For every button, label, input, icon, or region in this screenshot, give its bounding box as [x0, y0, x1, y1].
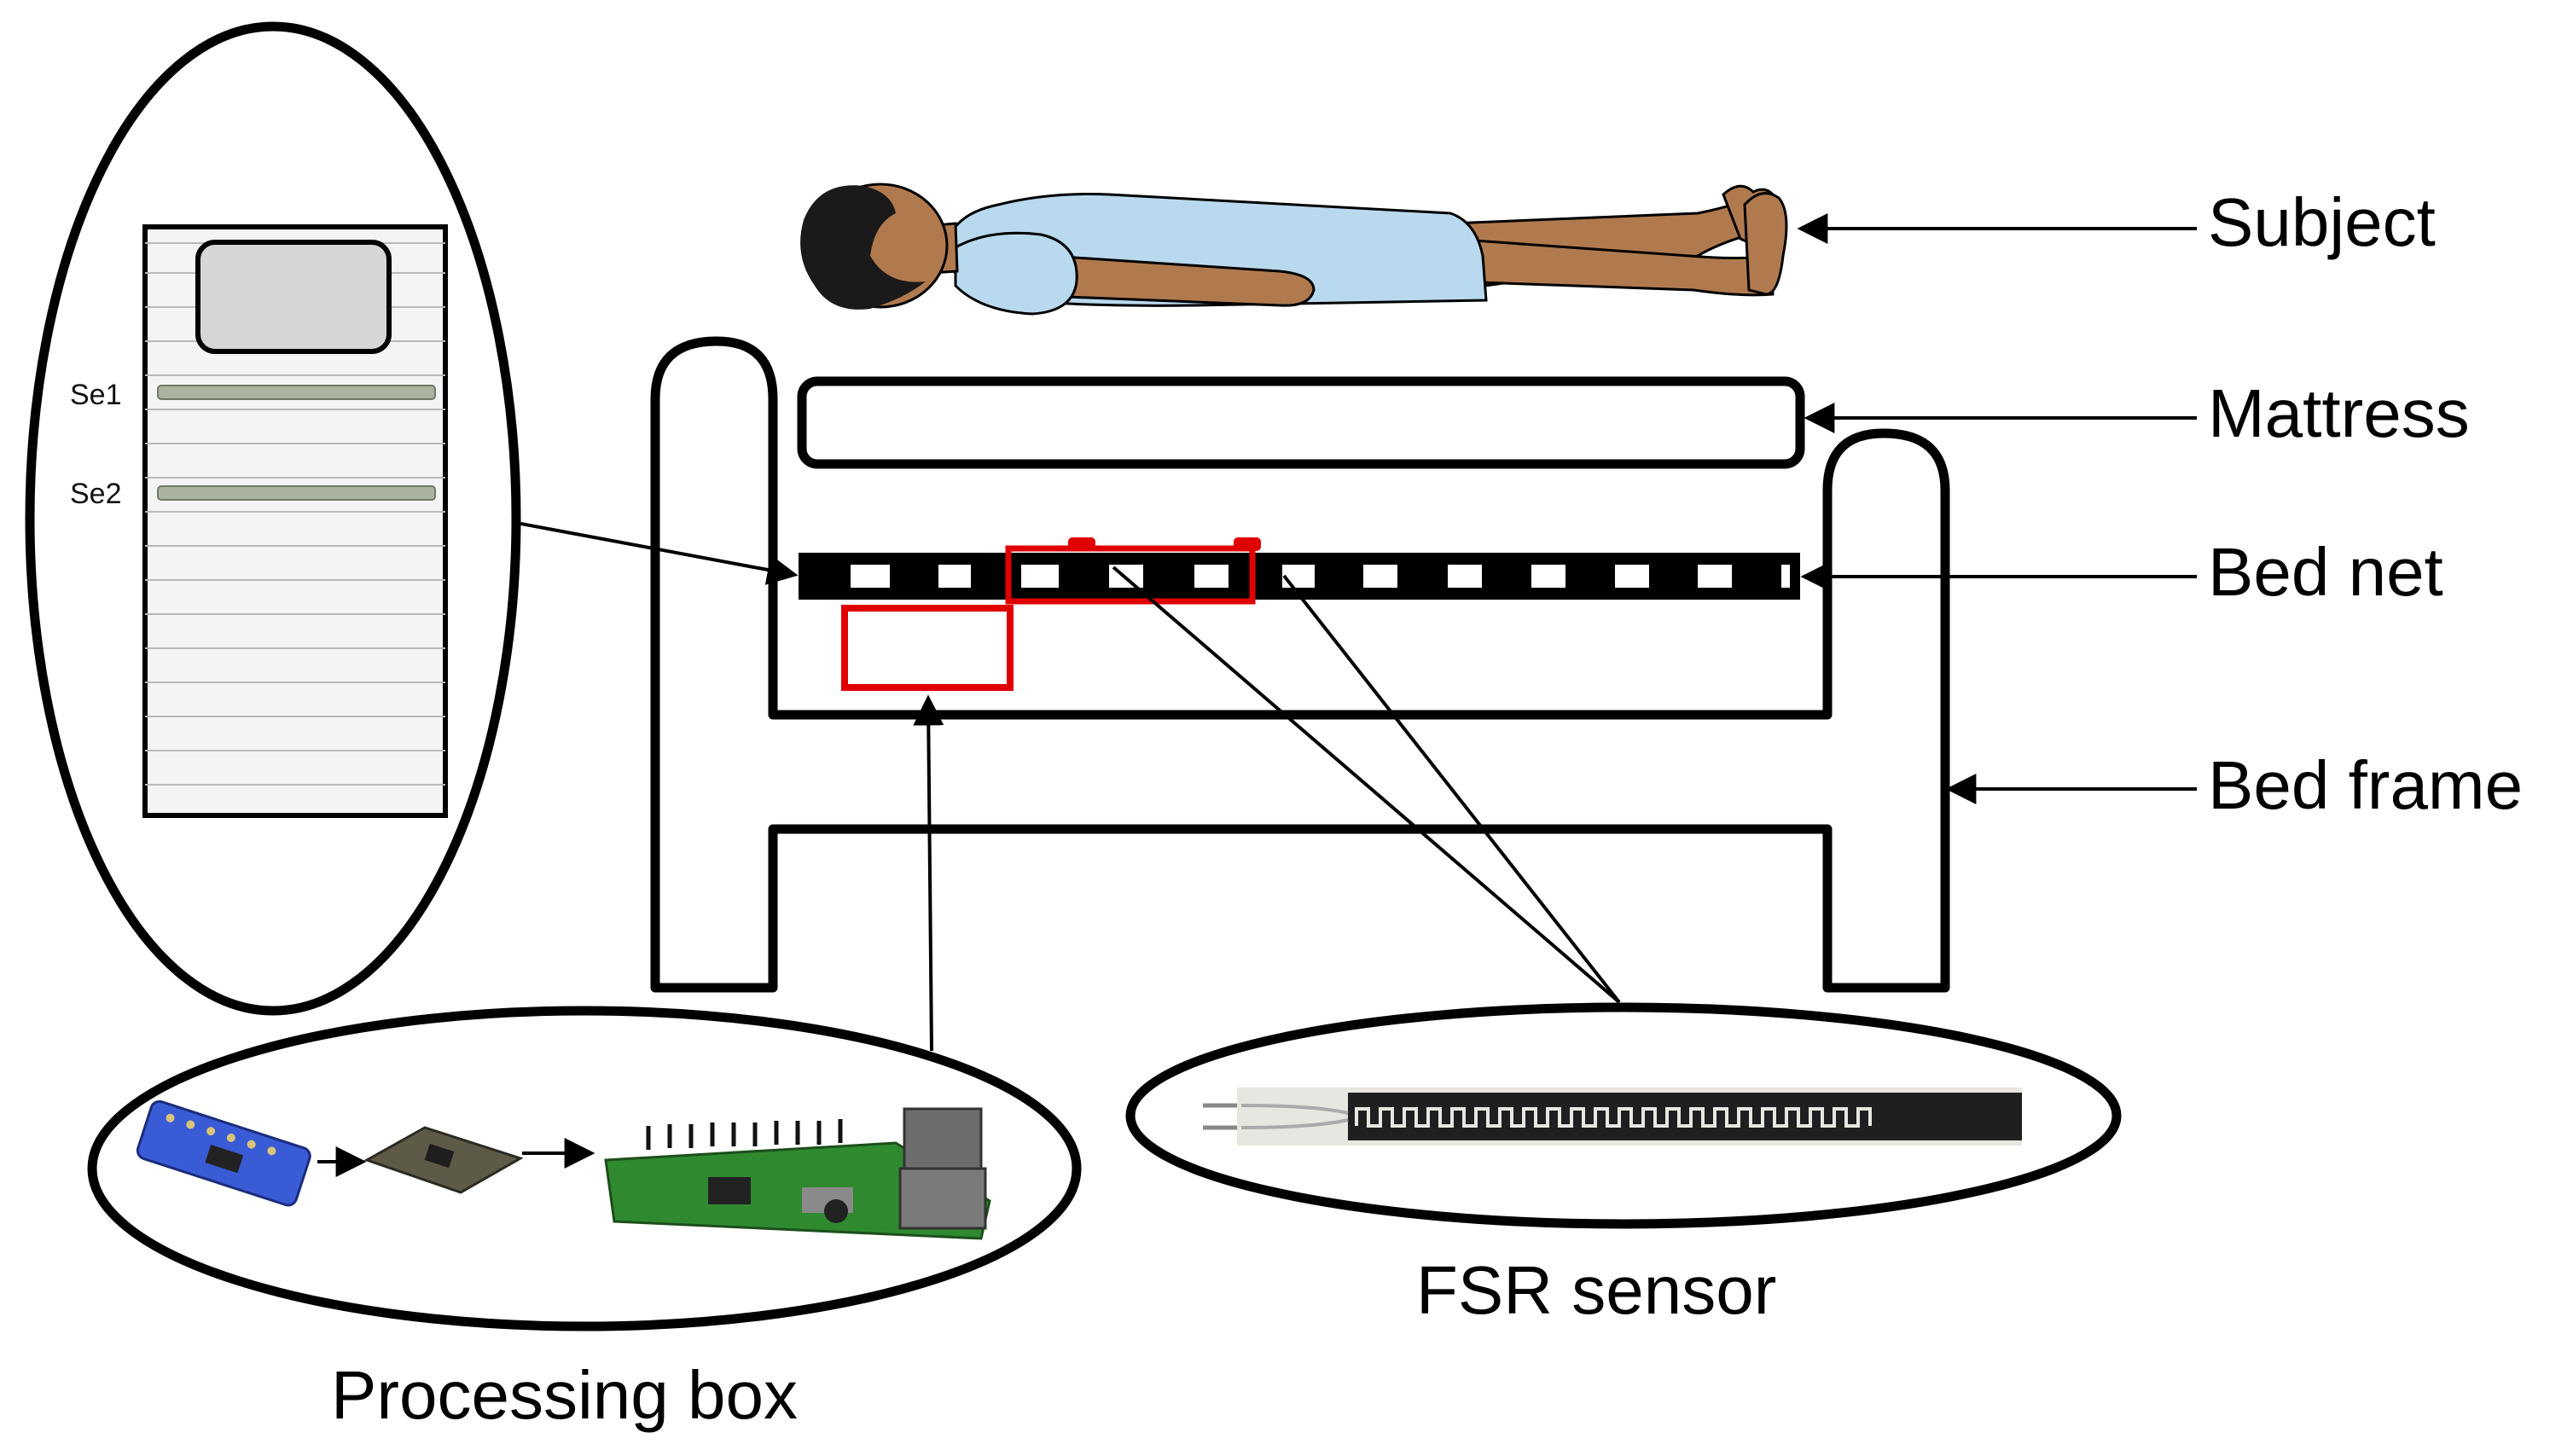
sensor-strip-label-se1: Se1 [70, 379, 122, 411]
net-zoom-ellipse [25, 21, 521, 1016]
signal-module [363, 1126, 524, 1194]
sensor-tab-1 [1068, 537, 1095, 551]
label-subject: Subject [2208, 184, 2436, 260]
subject-figure [800, 183, 1788, 316]
processing-box-connector [913, 694, 944, 1052]
label-bed-net: Bed net [2208, 534, 2443, 610]
sensor-adc-board [136, 1099, 311, 1207]
net-zoom-panel: Se1 Se2 [70, 224, 448, 818]
fsr-sensor-image [1203, 1088, 2022, 1146]
fsr-sensor-connectors [1112, 566, 1621, 1004]
mattress [797, 376, 1805, 469]
bed-net [799, 537, 1800, 605]
bed-frame [650, 336, 1950, 993]
sensor-strip-label-se2: Se2 [70, 478, 122, 510]
label-arrows [1797, 213, 2197, 804]
sensor-tab-2 [1234, 537, 1261, 551]
sensor-strip-se1 [157, 385, 436, 400]
microcomputer-board [604, 1107, 991, 1240]
processing-box-components [136, 1099, 991, 1240]
label-bed-frame: Bed frame [2208, 747, 2523, 823]
net-zoom-connector [511, 520, 799, 585]
net-zoom-pad [195, 240, 392, 354]
label-mattress: Mattress [2208, 375, 2470, 451]
processing-box-location [841, 605, 1014, 691]
sensor-strip-se2 [157, 485, 436, 501]
processing-box-ellipse [87, 1006, 1082, 1331]
sensor-area-highlight [1005, 545, 1256, 605]
label-fsr-sensor: FSR sensor [1416, 1252, 1776, 1328]
label-processing-box: Processing box [331, 1357, 798, 1433]
fsr-sensor-ellipse [1125, 1002, 2122, 1229]
